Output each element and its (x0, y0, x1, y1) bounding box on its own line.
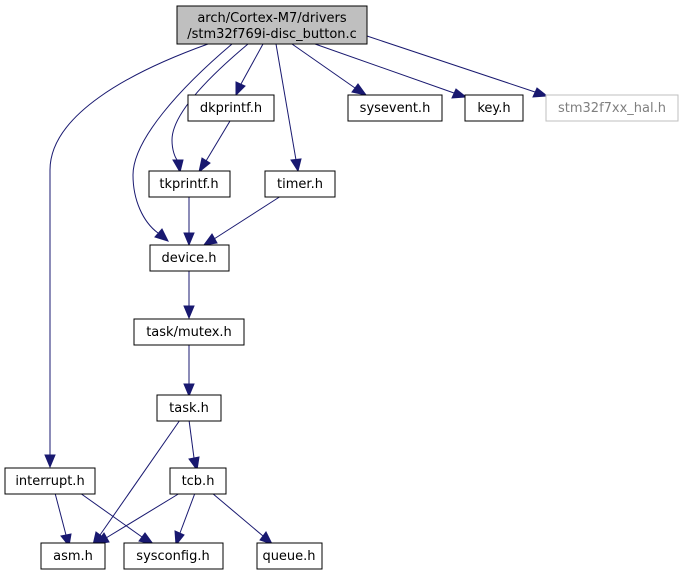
edge-root-stm32f7xx-hal (366, 35, 549, 98)
node-label: dkprintf.h (200, 101, 262, 116)
node-label: sysevent.h (360, 101, 431, 116)
edge-root-device (132, 43, 233, 242)
node-task[interactable]: task.h (156, 394, 222, 422)
node-queue[interactable]: queue.h (256, 542, 323, 570)
node-label: tkprintf.h (159, 177, 218, 192)
edge-dkprintf-tkprintf (198, 120, 231, 174)
node-sysevent[interactable]: sysevent.h (347, 94, 443, 122)
edge-interrupt-asm (54, 492, 72, 548)
node-stm32f7xx-hal[interactable]: stm32f7xx_hal.h (545, 94, 679, 122)
node-label: timer.h (277, 177, 323, 192)
node-tkprintf[interactable]: tkprintf.h (148, 170, 231, 198)
edge-mutex-task (183, 345, 195, 398)
node-device[interactable]: device.h (149, 244, 230, 272)
node-label: task/mutex.h (146, 325, 232, 340)
node-label: asm.h (53, 549, 93, 564)
node-tcb[interactable]: tcb.h (169, 467, 227, 495)
edge-tcb-queue (211, 492, 273, 545)
node-label: queue.h (262, 549, 315, 564)
edge-root-timer (275, 43, 302, 173)
node-interrupt[interactable]: interrupt.h (4, 467, 96, 495)
node-asm[interactable]: asm.h (40, 542, 106, 570)
edge-root-interrupt (44, 43, 209, 469)
node-task-mutex[interactable]: task/mutex.h (133, 318, 245, 346)
node-dkprintf[interactable]: dkprintf.h (187, 94, 275, 122)
edge-timer-device (202, 195, 282, 246)
edge-task-tcb (188, 419, 200, 472)
edge-task-asm (92, 419, 181, 547)
edge-root-dkprintf (235, 43, 264, 97)
edge-root-sysevent (291, 43, 368, 96)
node-label: device.h (161, 251, 216, 266)
node-label: sysconfig.h (136, 549, 209, 564)
root-file-line-2: /stm32f769i-disc_button.c (187, 27, 357, 42)
node-label: key.h (477, 101, 510, 116)
nodes: arch/Cortex-M7/drivers /stm32f769i-disc_… (4, 5, 679, 570)
node-timer[interactable]: timer.h (264, 170, 336, 198)
edge-tcb-sysconfig (174, 492, 196, 547)
node-label: task.h (169, 401, 209, 416)
edge-tkprintf-device (183, 196, 195, 247)
edge-root-key (314, 43, 468, 99)
edge-interrupt-sysconfig (79, 492, 155, 545)
edges (44, 35, 549, 548)
node-label: interrupt.h (15, 474, 84, 489)
root-file-line-1: arch/Cortex-M7/drivers (197, 11, 347, 26)
node-label: stm32f7xx_hal.h (558, 101, 666, 116)
edge-tcb-asm (94, 492, 181, 545)
node-label: tcb.h (182, 474, 215, 489)
node-root-file[interactable]: arch/Cortex-M7/drivers /stm32f769i-disc_… (176, 5, 368, 45)
edge-device-mutex (183, 270, 195, 320)
node-sysconfig[interactable]: sysconfig.h (123, 542, 224, 570)
edge-root-tkprintf (171, 43, 249, 174)
node-key[interactable]: key.h (464, 94, 524, 122)
